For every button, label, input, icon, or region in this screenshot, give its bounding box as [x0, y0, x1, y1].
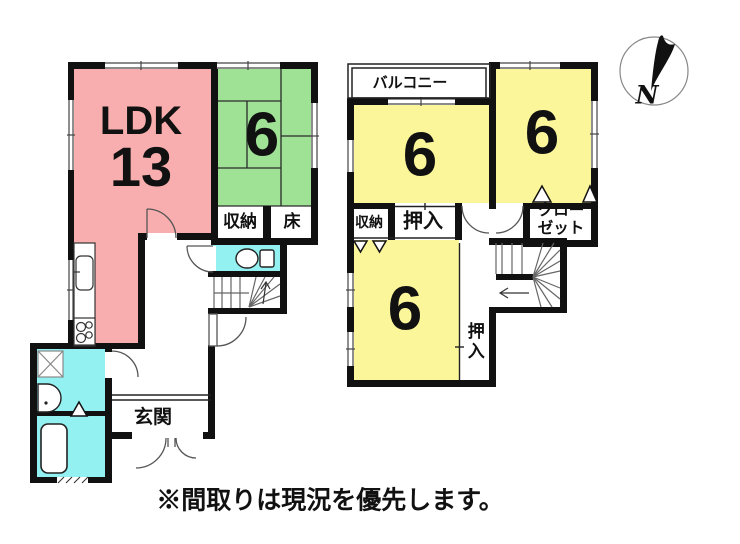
storage-2f-door-marker-1 — [352, 240, 369, 254]
window-2f-balcony — [388, 97, 455, 106]
room-nw-fill — [354, 105, 489, 203]
north-needle-icon — [651, 35, 675, 91]
door-2f-room-ne — [495, 205, 524, 234]
caption: ※間取りは現況を優先します。 — [156, 486, 504, 515]
stairs-2f — [495, 242, 561, 308]
door-entrance — [132, 432, 203, 469]
door-washroom — [105, 350, 139, 378]
floor-2f-fills — [354, 69, 591, 380]
door-2f-room-nw — [461, 205, 490, 234]
door-ldk-hall — [146, 208, 177, 240]
window-1f-top-ldk — [105, 61, 178, 70]
window-1f-left-upper — [67, 100, 75, 170]
windows — [67, 61, 599, 366]
storage-2f-door-marker-2 — [371, 240, 388, 254]
compass-north-label: N — [635, 80, 659, 110]
bath-vent-hatch — [57, 476, 89, 484]
folding-door-markers — [69, 184, 599, 417]
tatami-room-size-label: 6 — [244, 100, 280, 170]
toilet-icon — [235, 248, 275, 269]
room-ne-size-label: 6 — [524, 98, 560, 168]
bathtub-icon — [40, 423, 68, 474]
bath-door-marker — [69, 400, 89, 417]
oshiire-south-label: 押入 — [464, 322, 484, 362]
balcony-label: バルコニー — [372, 74, 448, 92]
door-stair-hall — [208, 313, 247, 347]
storage-1f-label: 収納 — [223, 212, 257, 232]
entrance-label: 玄関 — [133, 407, 173, 429]
room-s-size-label: 6 — [387, 274, 423, 344]
closet-label: クローゼット — [537, 202, 585, 237]
storage-2f-label: 収納 — [355, 213, 383, 230]
closet-door-marker-1 — [531, 184, 553, 203]
window-1f-right-tatami — [310, 103, 319, 168]
washbasin-icon — [37, 383, 62, 413]
kitchen-counter — [73, 242, 96, 347]
stairs-1f — [213, 276, 281, 308]
sink-icon — [75, 255, 94, 291]
tatami-mat-lines — [215, 65, 311, 207]
window-1f-top-tatami — [217, 61, 280, 70]
window-2f-top-ne — [500, 61, 560, 70]
ldk-size-label: 13 — [109, 134, 173, 198]
entrance-step-lines — [112, 394, 211, 401]
window-2f-left-nw — [347, 140, 354, 172]
tokonoma-label: 床 — [283, 212, 301, 232]
ldk-room-fill — [71, 65, 211, 343]
room-s-fill — [354, 240, 459, 380]
room-ne-fill — [496, 69, 591, 203]
oshiire-label: 押入 — [403, 210, 443, 233]
room-nw-size-label: 6 — [402, 120, 438, 190]
thin-partitions-2f — [354, 203, 464, 380]
compass-icon — [619, 35, 689, 106]
window-2f-left-s1 — [346, 273, 355, 307]
door-toilet — [186, 245, 216, 273]
ldk-label: LDK — [99, 99, 183, 143]
closet-door-marker-2 — [581, 184, 599, 203]
doors — [105, 205, 524, 469]
stove-burners-icon — [75, 321, 93, 344]
balcony-outline — [347, 63, 491, 99]
window-2f-right — [590, 101, 599, 168]
window-2f-left-s2 — [346, 332, 355, 366]
washing-machine-icon — [37, 350, 64, 378]
